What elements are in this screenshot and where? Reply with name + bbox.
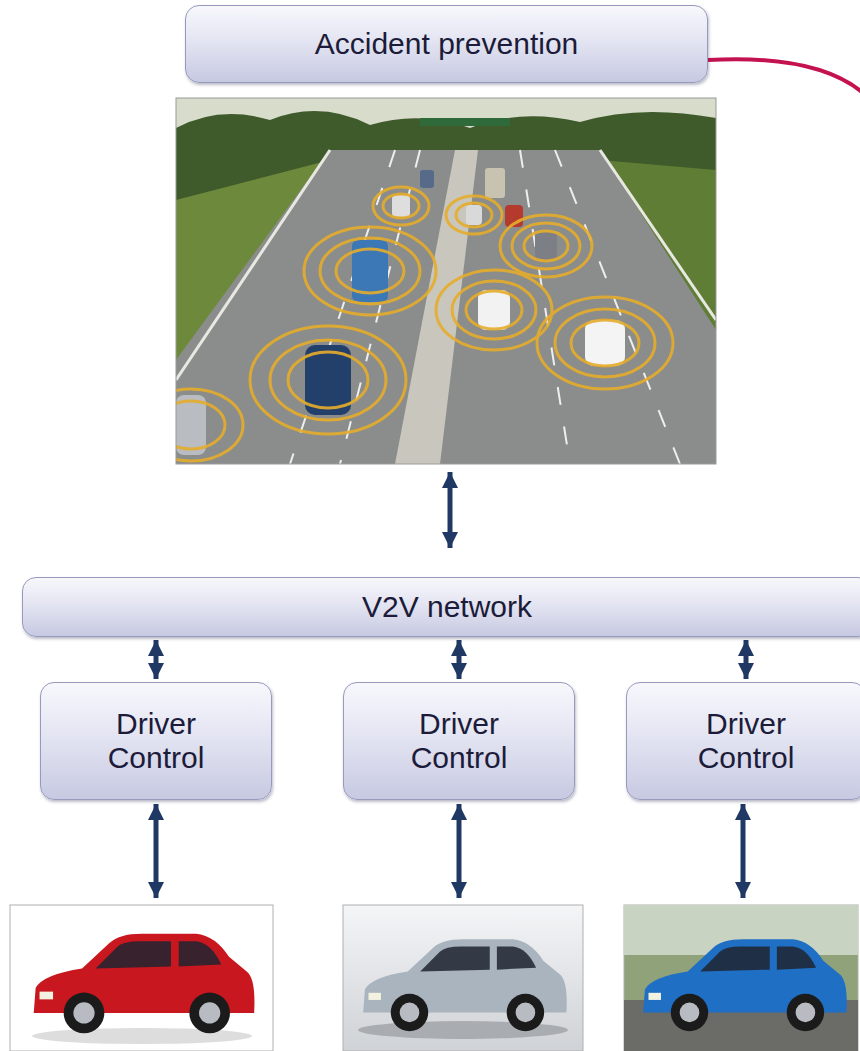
silver-car-photo — [343, 905, 583, 1051]
picture-part — [320, 238, 420, 304]
node-label: V2V network — [362, 590, 532, 625]
double-arrow — [154, 804, 159, 898]
picture-part — [176, 401, 225, 449]
picture-part — [383, 194, 419, 218]
double-arrow — [457, 804, 462, 898]
double-arrow — [744, 640, 749, 679]
picture-part — [537, 297, 673, 389]
picture-part — [250, 326, 406, 434]
picture-part — [176, 389, 243, 461]
picture-part — [466, 291, 522, 329]
picture-part — [600, 150, 716, 320]
picture-part — [392, 195, 410, 217]
node-label: Driver Control — [374, 707, 544, 776]
node-label: Driver Control — [71, 707, 241, 776]
picture-frame — [176, 98, 716, 464]
picture-part — [535, 232, 557, 260]
picture-part — [176, 187, 673, 461]
picture-part — [343, 905, 583, 1051]
picture-part — [624, 905, 858, 1051]
picture-part — [10, 905, 273, 1051]
highway-picture — [176, 98, 716, 464]
double-arrow — [741, 804, 746, 898]
picture-part — [512, 223, 580, 269]
picture-part — [304, 227, 436, 315]
picture-part — [436, 270, 552, 350]
picture-part — [500, 215, 592, 277]
picture-part — [336, 249, 404, 293]
double-arrow — [457, 640, 462, 679]
picture-part — [524, 231, 568, 261]
red-car-photo — [10, 905, 273, 1051]
double-arrow — [154, 640, 159, 679]
picture-part — [456, 203, 492, 227]
picture-part — [34, 934, 255, 1034]
picture-part — [446, 196, 502, 234]
picture-part — [643, 939, 847, 1031]
picture-part — [420, 118, 510, 126]
control-box: Driver Control — [40, 682, 272, 800]
picture-part — [571, 320, 639, 366]
picture-part — [363, 939, 567, 1031]
double-arrow — [448, 472, 453, 548]
blue-car-photo — [624, 905, 858, 1051]
picture-part — [288, 352, 368, 408]
picture-part — [555, 150, 680, 464]
node-label: Accident prevention — [315, 27, 579, 62]
picture-part — [466, 205, 482, 225]
picture-part — [176, 98, 716, 464]
picture-part — [176, 150, 330, 380]
picture-part — [420, 170, 434, 188]
node-label: Driver Control — [661, 707, 831, 776]
picture-part — [478, 290, 510, 330]
picture-part — [373, 187, 429, 225]
picture-part — [585, 320, 625, 366]
control-box: Driver Control — [626, 682, 860, 800]
picture-part — [555, 309, 655, 377]
picture-part — [452, 281, 536, 339]
control-box: Driver Control — [343, 682, 575, 800]
goal-box: Accident prevention — [185, 5, 708, 83]
network-bar: V2V network — [22, 577, 860, 637]
picture-part — [176, 395, 206, 455]
picture-part — [176, 150, 716, 464]
picture-part — [270, 340, 386, 420]
picture-part — [485, 168, 505, 198]
exit-curve — [708, 59, 860, 92]
